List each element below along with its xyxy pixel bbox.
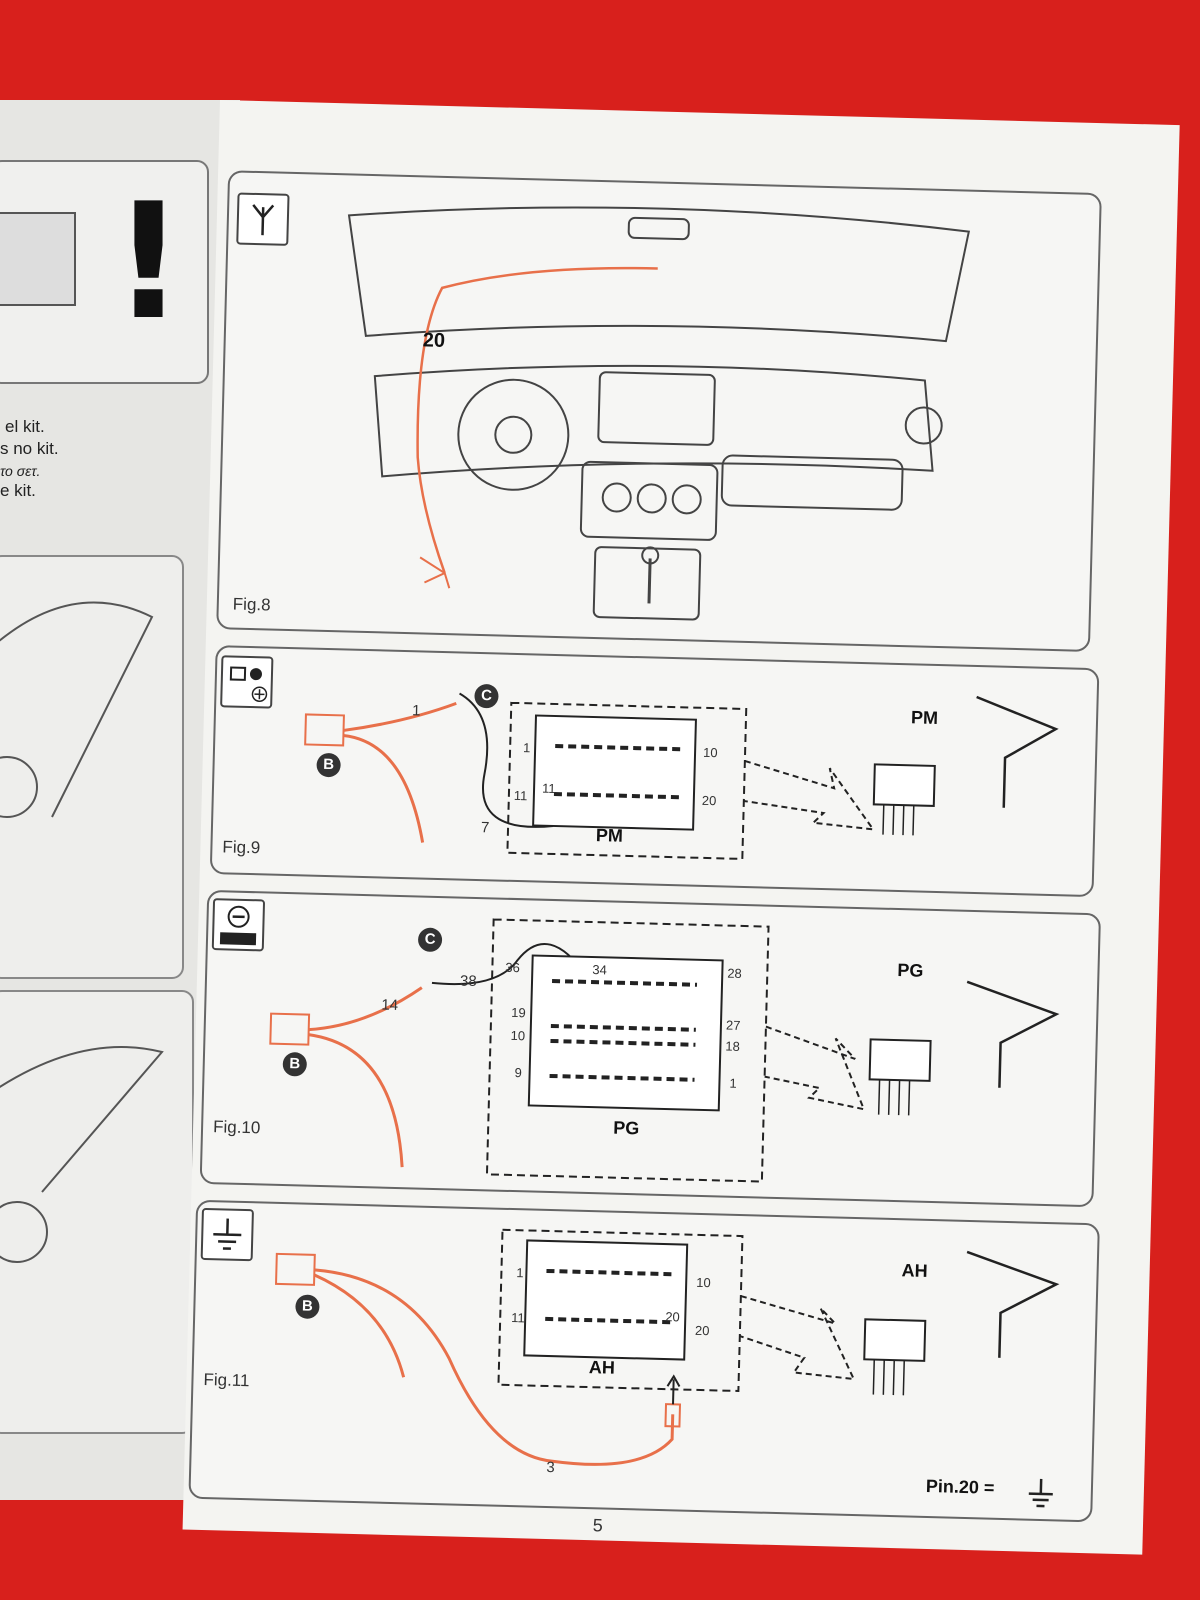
- fig9-panel: 1 7 B C 1 10 11 11 20 PM PM Fig.9: [209, 645, 1100, 898]
- fig10-pin-1: 1: [729, 1075, 737, 1091]
- fig10-pin-36: 36: [505, 959, 521, 976]
- pin20-note: Pin.20 =: [925, 1475, 995, 1498]
- fig9-pin-10: 10: [702, 744, 718, 761]
- battery-minus-icon: [219, 905, 257, 946]
- ignition-key-icon-box: [220, 655, 274, 709]
- fig11-wiring: [275, 1228, 1060, 1508]
- fig10-pin-19: 19: [511, 1004, 526, 1021]
- fig11-connector-label-3d: AH: [901, 1260, 928, 1281]
- battery-minus-icon-box: [211, 898, 266, 952]
- fig11-pin-20-inner: 20: [665, 1309, 680, 1325]
- fig9-pin-11: 11: [541, 780, 556, 797]
- right-page: 20 Fig.8 1 7 B C 1: [182, 100, 1180, 1555]
- dashboard-sketch-2: [0, 1046, 164, 1263]
- fig10-connector-label-3d: PG: [897, 960, 924, 981]
- fig10-pin-9: 9: [514, 1065, 523, 1081]
- fig9-pin-1: 1: [522, 740, 531, 756]
- fig10-wiring: [269, 918, 1060, 1183]
- fig11-connector-label: AH: [588, 1357, 616, 1378]
- left-page: ! el kit. s no kit. το σετ. e kit.: [0, 100, 240, 1500]
- battery-icon: [0, 212, 76, 306]
- fig11-pin-1: 1: [516, 1265, 524, 1281]
- ignition-key-icon: [229, 666, 268, 702]
- fig11-panel: 3 B 1 10 11 20 20 AH AH Pin.20 = Fig.11: [188, 1199, 1100, 1523]
- dashboard-sketch-1: [0, 601, 154, 818]
- fig8-caption: Fig.8: [232, 594, 271, 615]
- fig10-wire-14: 14: [381, 996, 399, 1014]
- left-text-3: το σετ.: [0, 463, 41, 479]
- fig11-wire-3: 3: [546, 1459, 555, 1477]
- fig9-caption: Fig.9: [222, 837, 261, 858]
- fig8-wire-number: 20: [422, 329, 446, 352]
- fig11-pin-20: 20: [694, 1322, 710, 1339]
- fig9-connector-label: PM: [595, 825, 624, 846]
- exclamation-icon: !: [112, 168, 185, 355]
- fig10-pin-27: 27: [725, 1017, 741, 1033]
- fig10-pin-18: 18: [725, 1038, 741, 1054]
- fig10-pin-34: 34: [592, 962, 608, 978]
- fig10-connector-label: PG: [612, 1117, 640, 1139]
- fig10-wire-38: 38: [459, 972, 477, 991]
- left-text-1: el kit.: [5, 417, 45, 436]
- fig9-wire-1: 1: [411, 702, 421, 720]
- left-panel-car-2: [0, 990, 194, 1434]
- page-number: 5: [592, 1515, 604, 1536]
- antenna-icon: [252, 204, 275, 236]
- fig9-pin-11-left: 11: [513, 787, 528, 804]
- pin20-ground-symbol: [1028, 1478, 1053, 1508]
- fig8-panel: 20 Fig.8: [216, 170, 1102, 652]
- ground-icon-box: [200, 1207, 254, 1262]
- fig11-caption: Fig.11: [203, 1370, 250, 1391]
- antenna-icon-box: [236, 192, 290, 246]
- fig9-pin-20: 20: [701, 792, 717, 809]
- fig10-pin-10: 10: [510, 1027, 526, 1044]
- fig9-wire-7: 7: [480, 819, 490, 837]
- left-text-4: e kit.: [0, 481, 36, 500]
- fig10-pin-28: 28: [727, 965, 742, 981]
- fig10-caption: Fig.10: [212, 1117, 261, 1138]
- fig11-pin-10: 10: [696, 1274, 711, 1291]
- fig11-pin-11: 11: [511, 1310, 525, 1326]
- fig10-panel: 14 38 B C 36 34 28 19 27 10 18 9 1 PG PG…: [199, 889, 1102, 1208]
- left-panel-car-1: [0, 555, 184, 979]
- fig9-wiring: [304, 692, 1059, 860]
- fig9-connector-label-3d: PM: [910, 707, 939, 729]
- dashboard-drawing: [347, 206, 971, 621]
- battery-warning-panel: !: [0, 160, 209, 384]
- left-text-2: s no kit.: [0, 439, 59, 458]
- ground-icon: [213, 1218, 242, 1250]
